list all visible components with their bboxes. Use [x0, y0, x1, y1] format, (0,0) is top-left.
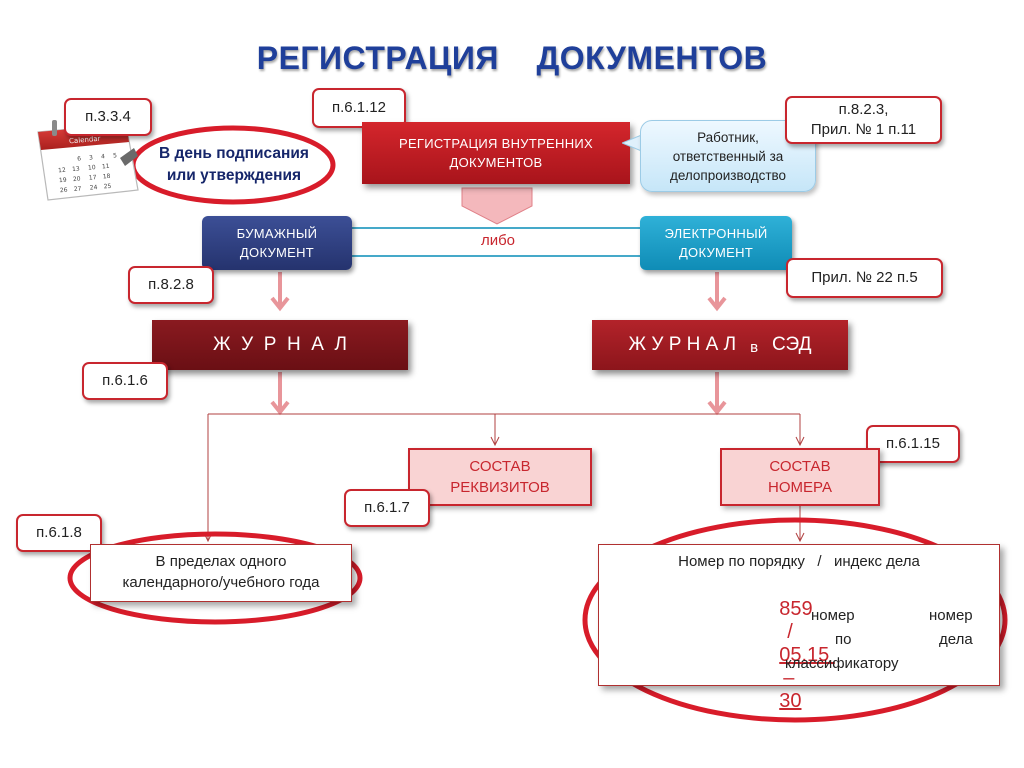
svg-text:25: 25 [103, 183, 111, 191]
requisites-box: СОСТАВ РЕКВИЗИТОВ [408, 448, 592, 506]
svg-text:5: 5 [113, 152, 118, 159]
responsible-line1: Работник, [697, 129, 759, 145]
requisites-line1: СОСТАВ [469, 458, 531, 475]
ref-p6-1-7: п.6.1.7 [344, 489, 430, 527]
internal-registration-line2: ДОКУМЕНТОВ [449, 155, 543, 170]
number-composition-line2: НОМЕРА [767, 479, 832, 496]
svg-text:26: 26 [60, 187, 68, 195]
svg-text:4: 4 [101, 153, 106, 160]
ref-p6-1-12-label: п.6.1.12 [332, 99, 386, 116]
journal-sed-main: Ж У Р Н А Л [628, 334, 737, 355]
ref-p6-1-8-label: п.6.1.8 [36, 524, 82, 541]
electronic-document-line2: ДОКУМЕНТ [678, 245, 754, 260]
period-box: В пределах одного календарного/учебного … [90, 544, 352, 602]
number-format-index: 05.15 [779, 644, 835, 666]
svg-text:3: 3 [89, 154, 94, 161]
svg-text:17: 17 [89, 174, 97, 182]
ref-p8-2-3-line1: п.8.2.3, [838, 101, 889, 118]
number-format-value: 859 / 05.15 – 30 [757, 575, 997, 736]
thick-arrows [270, 272, 727, 416]
journal-sed-in: в [750, 338, 759, 356]
ref-p8-2-8-label: п.8.2.8 [148, 276, 194, 293]
ref-p6-1-12: п.6.1.12 [312, 88, 406, 128]
ref-p3-3-4: п.3.3.4 [64, 98, 152, 136]
ref-p6-1-6: п.6.1.6 [82, 362, 168, 400]
ref-p3-3-4-label: п.3.3.4 [85, 108, 131, 125]
ref-p6-1-15-label: п.6.1.15 [886, 435, 940, 452]
number-format-header: Номер по порядку / индекс дела [678, 553, 920, 570]
ref-p6-1-15: п.6.1.15 [866, 425, 960, 463]
number-composition-box: СОСТАВ НОМЕРА [720, 448, 880, 506]
ref-p8-2-8: п.8.2.8 [128, 266, 214, 304]
number-format-box: Номер по порядку / индекс дела 859 / 05.… [598, 544, 1000, 712]
svg-text:18: 18 [103, 173, 111, 181]
journal-sed-box: Ж У Р Н А Л в СЭД [592, 320, 848, 370]
electronic-document-box: ЭЛЕКТРОННЫЙ ДОКУМЕНТ [640, 216, 792, 270]
svg-text:20: 20 [73, 175, 81, 183]
period-oval [67, 531, 363, 625]
svg-text:24: 24 [89, 184, 97, 192]
down-arrow-chevron [461, 187, 533, 225]
page-title: РЕГИСТРАЦИЯ ДОКУМЕНТОВ [256, 40, 768, 76]
tree-lines [203, 413, 805, 543]
journal-sed-sed: СЭД [772, 334, 812, 355]
svg-text:19: 19 [59, 177, 67, 185]
ref-p6-1-8: п.6.1.8 [16, 514, 102, 552]
svg-text:10: 10 [88, 164, 96, 172]
responsible-callout: Работник, ответственный за делопроизводс… [640, 120, 816, 192]
ref-p8-2-3: п.8.2.3, Прил. № 1 п.11 [785, 96, 942, 144]
number-format-label-klass: классификатору [785, 655, 899, 672]
deadline-line1: В день подписания [159, 145, 309, 162]
paper-document-line1: БУМАЖНЫЙ [236, 226, 318, 241]
period-line1: В пределах одного [155, 553, 287, 570]
internal-registration-box: РЕГИСТРАЦИЯ ВНУТРЕННИХ ДОКУМЕНТОВ [362, 122, 630, 184]
number-format-dash: – [783, 667, 795, 689]
number-format-label-num: номер [811, 607, 855, 624]
ref-p6-1-7-label: п.6.1.7 [364, 499, 410, 516]
number-composition-line1: СОСТАВ [769, 458, 831, 475]
number-format-num: 859 [779, 598, 813, 620]
period-line2: календарного/учебного года [122, 574, 320, 591]
ref-p6-1-6-label: п.6.1.6 [102, 372, 148, 389]
svg-text:12: 12 [58, 167, 66, 175]
journal-paper-box: Ж У Р Н А Л [152, 320, 408, 370]
ref-pril-22: Прил. № 22 п.5 [786, 258, 943, 298]
svg-text:27: 27 [74, 185, 82, 193]
deadline-line2: или утверждения [166, 167, 302, 184]
either-label: либо [480, 232, 516, 249]
deadline-text: В день подписания или утверждения [140, 143, 328, 189]
ref-p8-2-3-line2: Прил. № 1 п.11 [810, 121, 917, 138]
requisites-line2: РЕКВИЗИТОВ [450, 479, 550, 496]
journal-paper-label: Ж У Р Н А Л [213, 334, 347, 355]
responsible-line3: делопроизводство [669, 167, 787, 183]
internal-registration-line1: РЕГИСТРАЦИЯ ВНУТРЕННИХ [398, 136, 594, 151]
paper-document-line2: ДОКУМЕНТ [239, 245, 315, 260]
number-format-label-po: по [835, 631, 852, 648]
calendar-header-text: Calendar [69, 135, 101, 146]
ref-pril-22-label: Прил. № 22 п.5 [811, 269, 918, 286]
svg-text:13: 13 [72, 165, 80, 173]
number-format-case: 30 [779, 690, 802, 712]
number-format-oval [582, 517, 1008, 723]
number-format-label-dela: дела [939, 631, 973, 648]
svg-text:6: 6 [77, 155, 82, 162]
responsible-line2: ответственный за [672, 148, 784, 164]
number-format-label-case: номер [929, 607, 973, 624]
paper-document-box: БУМАЖНЫЙ ДОКУМЕНТ [202, 216, 352, 270]
number-format-slash: / [787, 621, 793, 643]
svg-text:11: 11 [102, 163, 110, 171]
electronic-document-line1: ЭЛЕКТРОННЫЙ [664, 226, 768, 241]
